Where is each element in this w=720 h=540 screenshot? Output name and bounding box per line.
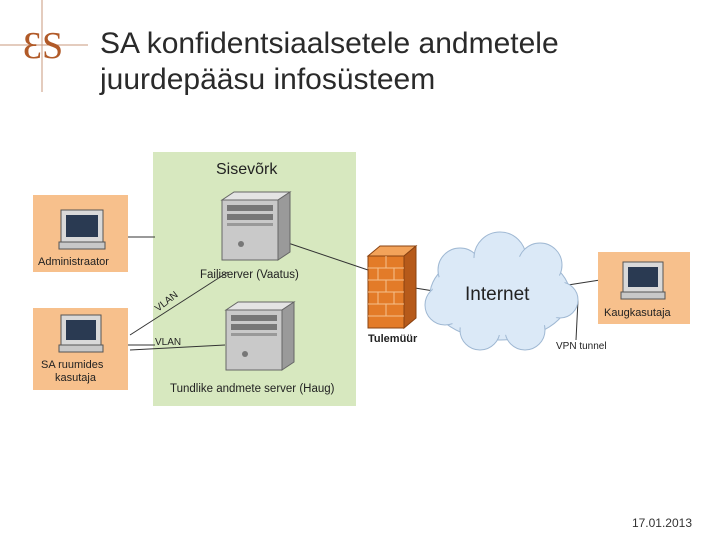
administrator-computer-icon [58, 209, 106, 250]
organization-logo: ƐS [0, 0, 88, 92]
internet-label: Internet [465, 284, 530, 305]
vpn-tunnel-line [575, 299, 579, 341]
file-server-label: Failiserver (Vaatus) [200, 269, 299, 281]
slide-title-line-2: juurdepääsu infosüsteem [100, 63, 436, 96]
sensitive-data-server-icon [224, 301, 296, 371]
internet-remote-link [567, 279, 601, 286]
administrator-label: Administraator [38, 256, 109, 268]
firewall-label: Tulemüür [368, 333, 418, 345]
network-links [128, 236, 601, 351]
slide-date: 17.01.2013 [631, 516, 692, 530]
server-firewall-link [287, 242, 369, 271]
logo-text: ƐS [23, 25, 63, 67]
remote-user-label: Kaugkasutaja [604, 307, 672, 319]
vpn-tunnel-label: VPN tunnel [556, 341, 607, 352]
sensitive-data-server-label: Tundlike andmete server (Haug) [170, 383, 335, 395]
vlan-link-2 [129, 344, 226, 351]
file-server-icon [220, 191, 292, 261]
slide-title-line-1: SA konfidentsiaalsetele andmetele [100, 27, 559, 60]
firewall-icon [366, 244, 418, 330]
local-user-label-line-1: SA ruumides [41, 359, 104, 371]
local-user-computer-icon [58, 314, 104, 353]
vlan-link-1 [129, 271, 229, 336]
local-user-label-line-2: kasutaja [55, 372, 97, 384]
internet-cloud-icon [424, 231, 579, 351]
slide-title: SA konfidentsiaalsetele andmetele juurde… [100, 26, 700, 98]
vlan-label-lower: VLAN [155, 337, 181, 348]
internal-network-label: Sisevõrk [216, 161, 278, 178]
remote-user-computer-icon [620, 261, 666, 300]
